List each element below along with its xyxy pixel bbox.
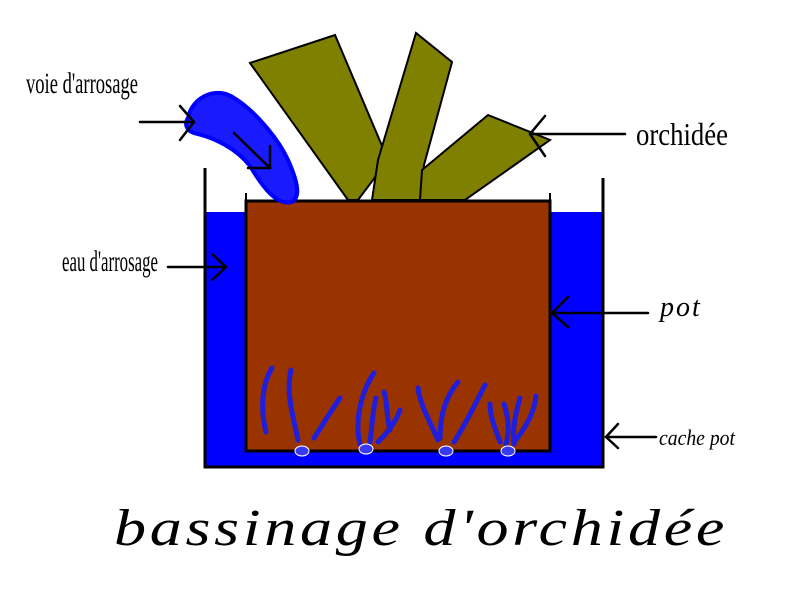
root [286,367,301,443]
root-tip [500,445,516,457]
label-watering-path: voie d'arrosage [26,67,138,100]
root [311,395,343,441]
root [451,382,488,445]
pointer-arrows [138,104,658,450]
arrow-watering-water [166,252,228,282]
root [415,385,441,443]
arrow-orchid [528,114,627,158]
root [375,407,403,445]
label-orchid: orchidée [636,116,728,152]
label-watering-water: eau d'arrosage [62,245,158,278]
orchid-leaves [248,31,553,201]
root [437,379,461,441]
root-tip [294,445,310,457]
root-tip [358,443,374,455]
root [511,393,539,445]
arrow-pot [550,295,650,329]
label-pot: pot [658,292,702,323]
root [501,401,511,447]
label-outer-pot: cache pot [659,425,736,450]
root-tip [438,445,454,457]
arrow-watering-path-diagonal [232,131,272,170]
orchid-roots [260,365,539,447]
orchid-leaf [248,33,390,201]
root [355,370,377,447]
diagram-title: bassinage d'orchidée [114,500,728,557]
watering-path-stream [184,90,300,205]
root [367,395,379,445]
arrow-watering-path [138,104,196,142]
arrow-outer-pot [604,422,658,450]
root-tips [294,443,516,457]
root [487,401,503,445]
outer-pot-outline [203,168,605,469]
root [260,365,275,435]
orchid-leaf [418,113,553,201]
